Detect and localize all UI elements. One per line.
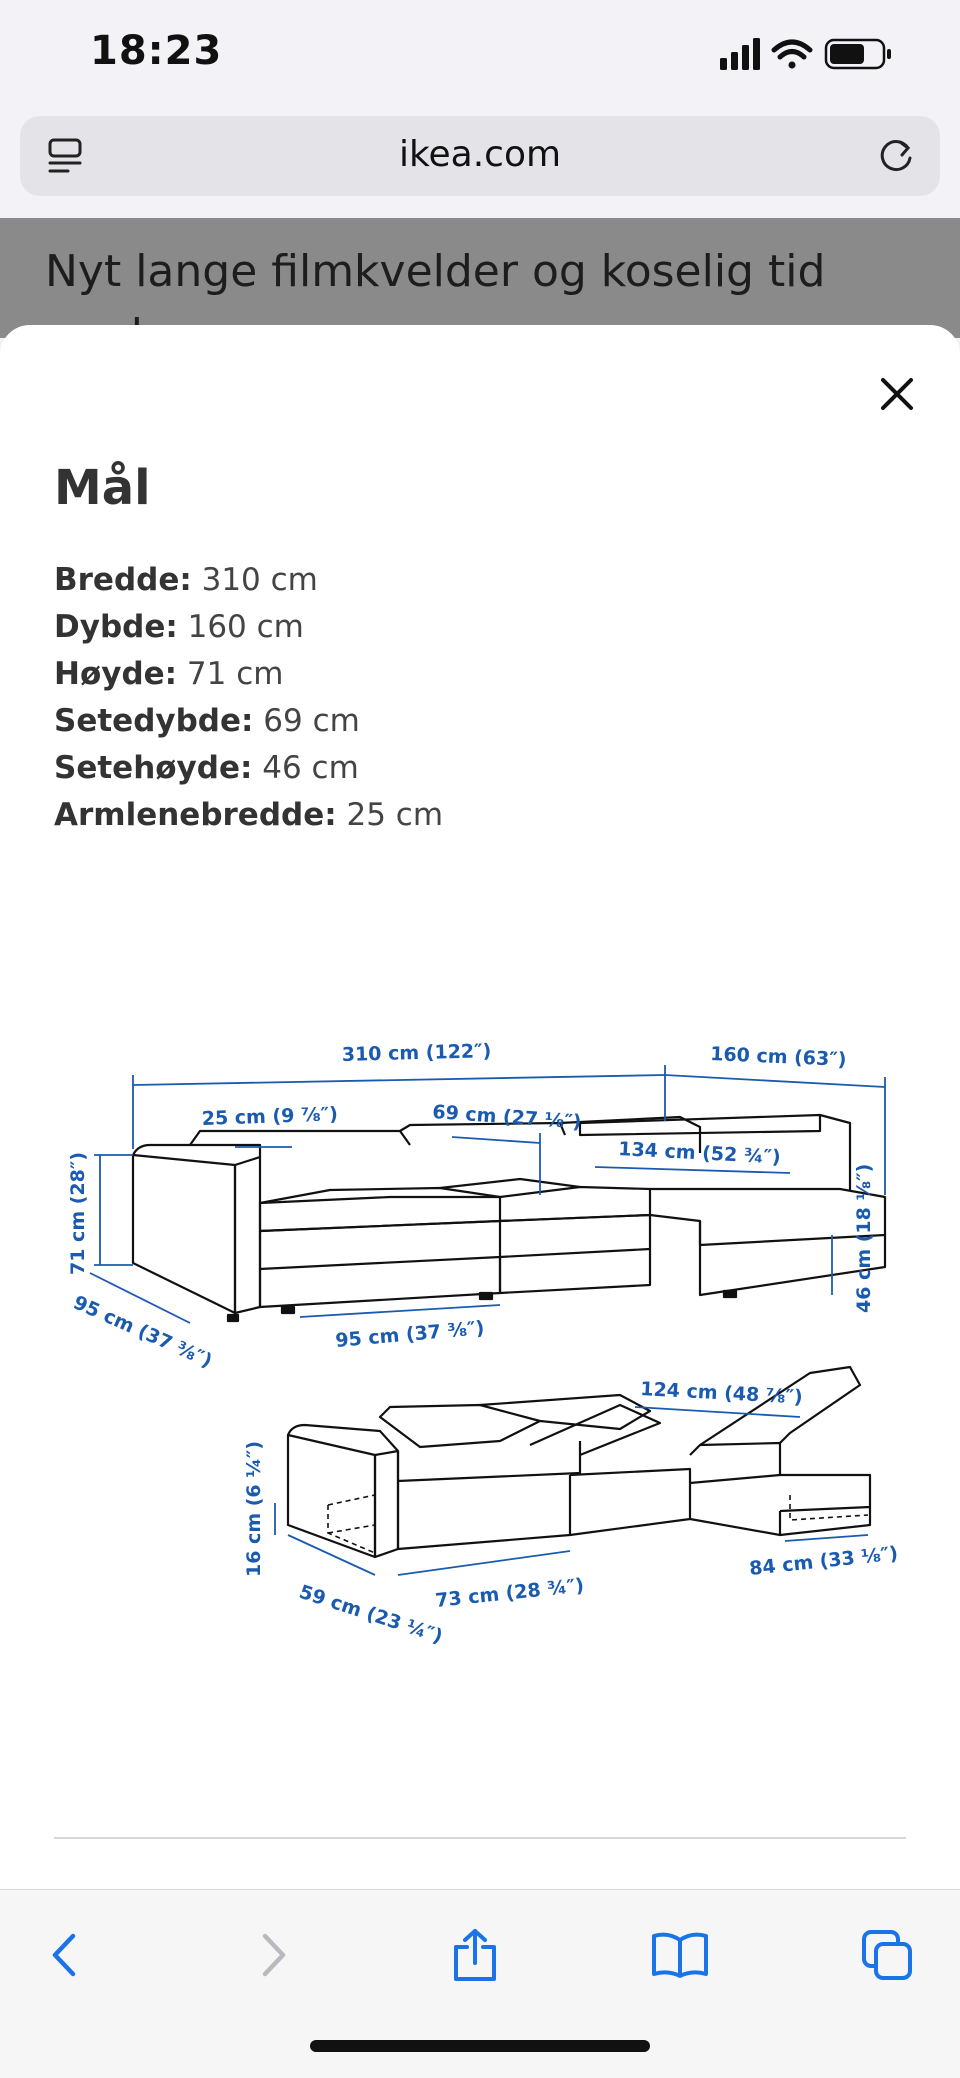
measurement-label: Høyde: bbox=[54, 656, 178, 692]
status-time: 18:23 bbox=[90, 28, 223, 74]
measurement-list: Bredde: 310 cm Dybde: 160 cm Høyde: 71 c… bbox=[54, 557, 443, 839]
storage-compartments bbox=[327, 1494, 869, 1554]
measurement-label: Bredde: bbox=[54, 562, 192, 598]
label-storage-width: 73 cm (28 ¾″) bbox=[434, 1574, 585, 1611]
measurement-value: 46 cm bbox=[262, 750, 359, 786]
back-button[interactable] bbox=[30, 1920, 100, 1990]
chevron-left-icon bbox=[52, 1933, 76, 1977]
measurement-row: Bredde: 310 cm bbox=[54, 557, 443, 604]
label-armrest: 25 cm (9 ⅞″) bbox=[201, 1103, 338, 1130]
background-page: Nyt lange filmkvelder og koselig tid med bbox=[0, 218, 960, 338]
share-icon bbox=[454, 1929, 496, 1981]
background-page-text: Nyt lange filmkvelder og koselig tid med bbox=[45, 246, 826, 338]
divider bbox=[54, 1837, 906, 1839]
label-chaise-depth: 160 cm (63″) bbox=[710, 1043, 847, 1071]
measurement-value: 160 cm bbox=[187, 609, 304, 645]
sheet-title: Mål bbox=[54, 460, 151, 516]
url-text[interactable]: ikea.com bbox=[398, 134, 562, 175]
tabs-button[interactable] bbox=[852, 1920, 922, 1990]
dimensions-sheet: Mål Bredde: 310 cm Dybde: 160 cm Høyde: … bbox=[0, 325, 960, 1889]
close-button[interactable] bbox=[872, 369, 922, 419]
measurement-value: 25 cm bbox=[346, 797, 444, 833]
measurement-row: Setedybde: 69 cm bbox=[54, 698, 443, 745]
book-icon bbox=[652, 1932, 708, 1978]
measurement-row: Høyde: 71 cm bbox=[54, 651, 443, 698]
label-chaise-width: 134 cm (52 ¾″) bbox=[618, 1138, 781, 1168]
address-bar[interactable]: ikea.com bbox=[20, 116, 940, 196]
label-storage-depth: 59 cm (23 ¼″) bbox=[296, 1581, 445, 1648]
label-storage-height: 16 cm (6 ¼″) bbox=[243, 1441, 265, 1577]
measurement-row: Dybde: 160 cm bbox=[54, 604, 443, 651]
sofa-dimension-diagram: 310 cm (122″) 160 cm (63″) 25 cm (9 ⅞″) … bbox=[67, 1040, 899, 1648]
label-depth-left: 95 cm (37 ⅜″) bbox=[70, 1291, 215, 1372]
measurement-value: 71 cm bbox=[186, 656, 284, 692]
tabs-icon bbox=[862, 1930, 912, 1980]
forward-button[interactable] bbox=[238, 1920, 308, 1990]
status-icons bbox=[720, 36, 900, 72]
measurement-label: Setedybde: bbox=[54, 703, 254, 739]
label-seat-depth: 69 cm (27 ⅛″) bbox=[432, 1101, 582, 1133]
close-icon bbox=[881, 378, 913, 410]
share-button[interactable] bbox=[440, 1920, 510, 1990]
bookmarks-button[interactable] bbox=[645, 1920, 715, 1990]
measurement-row: Armlenebredde: 25 cm bbox=[54, 792, 443, 839]
status-bar: 18:23 bbox=[0, 0, 960, 110]
label-total-width: 310 cm (122″) bbox=[342, 1040, 492, 1066]
label-height: 71 cm (28″) bbox=[67, 1152, 89, 1275]
wifi-icon bbox=[771, 39, 813, 69]
battery-icon bbox=[824, 38, 891, 70]
measurement-value: 69 cm bbox=[263, 703, 360, 739]
measurement-row: Setehøyde: 46 cm bbox=[54, 745, 443, 792]
label-chaise-storage-depth: 84 cm (33 ⅛″) bbox=[748, 1542, 899, 1579]
page-menu-icon[interactable] bbox=[46, 136, 86, 176]
reload-icon[interactable] bbox=[874, 134, 918, 178]
label-seat-height: 46 cm (18 ⅛″) bbox=[853, 1164, 875, 1313]
measurement-value: 310 cm bbox=[201, 562, 318, 598]
dimension-lines bbox=[89, 1065, 886, 1576]
cellular-signal-icon bbox=[720, 38, 760, 70]
chevron-right-icon bbox=[262, 1933, 286, 1977]
label-chaise-storage-width: 124 cm (48 ⅞″) bbox=[640, 1378, 803, 1408]
sofa-storage-drawing bbox=[286, 1365, 872, 1559]
browser-toolbar bbox=[0, 1889, 960, 2078]
label-depth-front: 95 cm (37 ⅜″) bbox=[335, 1317, 486, 1352]
measurement-label: Setehøyde: bbox=[54, 750, 253, 786]
home-indicator bbox=[310, 2040, 650, 2052]
measurement-label: Dybde: bbox=[54, 609, 178, 645]
measurement-label: Armlenebredde: bbox=[54, 797, 337, 833]
sofa-drawing bbox=[131, 1113, 887, 1323]
